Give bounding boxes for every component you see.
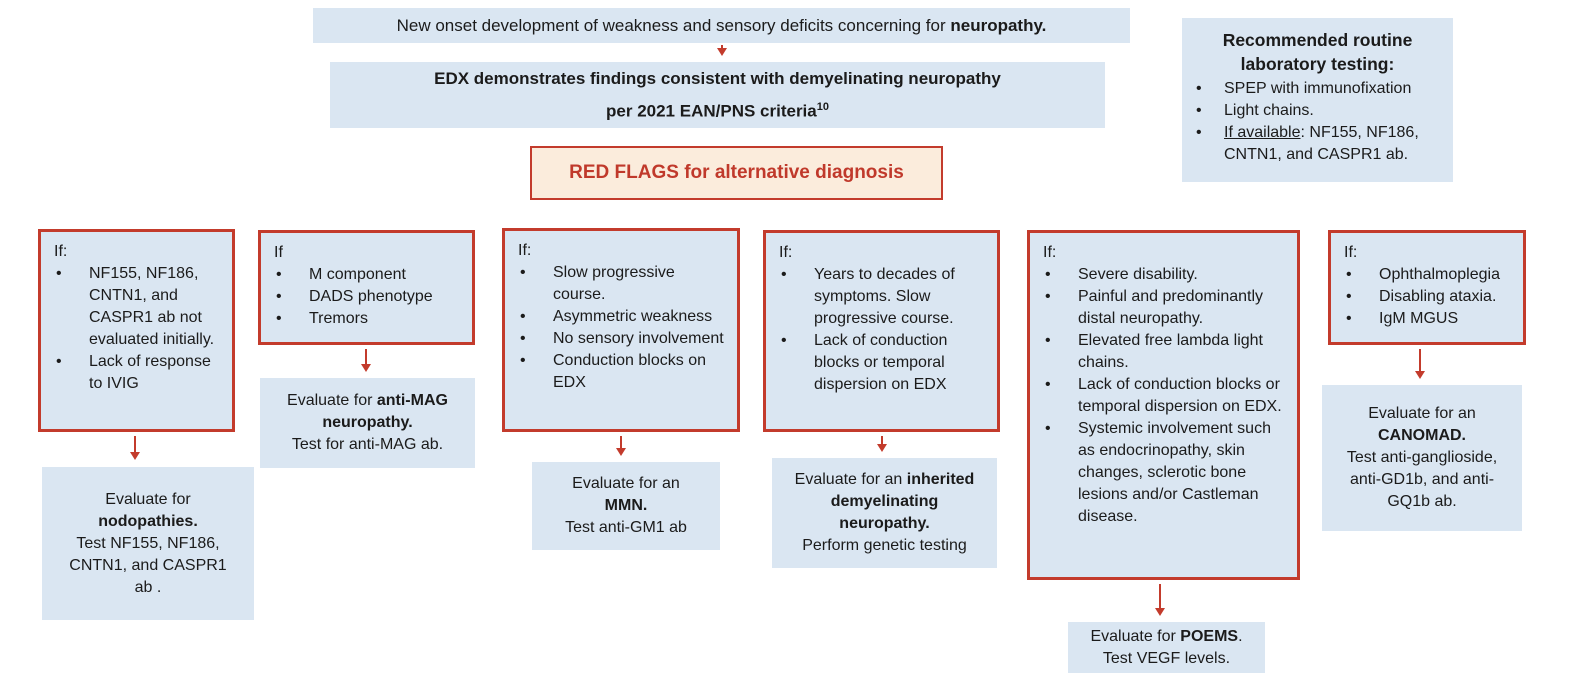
edx-box: EDX demonstrates findings consistent wit… bbox=[330, 62, 1105, 128]
bullet-item: Tremors bbox=[274, 308, 466, 330]
if-label: If bbox=[274, 244, 283, 261]
lab-testing-list: SPEP with immunofixationLight chains.If … bbox=[1192, 78, 1443, 166]
if-criteria-list: Severe disability.Painful and predominan… bbox=[1043, 264, 1291, 528]
if-criteria-list: M componentDADS phenotypeTremors bbox=[274, 264, 466, 330]
if-criteria-list: NF155, NF186, CNTN1, and CASPR1 ab not e… bbox=[54, 263, 226, 395]
if-label: If: bbox=[1344, 244, 1358, 261]
bullet-item: Severe disability. bbox=[1043, 264, 1291, 286]
bullet-item: Asymmetric weakness bbox=[518, 306, 731, 328]
if-criteria-list: OphthalmoplegiaDisabling ataxia.IgM MGUS bbox=[1344, 264, 1517, 330]
red-flags-label: RED FLAGS for alternative diagnosis bbox=[569, 162, 904, 183]
onset-text: New onset development of weakness and se… bbox=[396, 15, 1047, 35]
red-flags-banner: RED FLAGS for alternative diagnosis bbox=[530, 146, 943, 200]
if-box-inherited: If: Years to decades of symptoms. Slow p… bbox=[763, 230, 1000, 432]
if-criteria-list: Slow progressive course.Asymmetric weakn… bbox=[518, 262, 731, 394]
bullet-item: M component bbox=[274, 264, 466, 286]
if-criteria-list: Years to decades of symptoms. Slow progr… bbox=[779, 264, 991, 396]
bullet-item: Conduction blocks on EDX bbox=[518, 350, 731, 394]
if-box-mmn: If: Slow progressive course.Asymmetric w… bbox=[502, 228, 740, 432]
if-label: If: bbox=[54, 243, 68, 260]
bullet-item: Systemic involvement such as endocrinopa… bbox=[1043, 418, 1291, 528]
flow-arrow-anti-mag bbox=[361, 349, 371, 372]
bullet-item: Lack of response to IVIG bbox=[54, 351, 226, 395]
flow-arrow-inherited bbox=[877, 436, 887, 452]
flow-arrow-mmn bbox=[616, 436, 626, 456]
bullet-item: IgM MGUS bbox=[1344, 308, 1517, 330]
result-box-poems: Evaluate for POEMS.Test VEGF levels. bbox=[1068, 622, 1265, 673]
bullet-item: Lack of conduction blocks or temporal di… bbox=[779, 330, 991, 396]
bullet-item: Elevated free lambda light chains. bbox=[1043, 330, 1291, 374]
bullet-item: Ophthalmoplegia bbox=[1344, 264, 1517, 286]
edx-line1: EDX demonstrates findings consistent wit… bbox=[434, 69, 1001, 89]
bullet-item: SPEP with immunofixation bbox=[1192, 78, 1443, 100]
if-label: If: bbox=[518, 242, 532, 259]
if-box-anti-mag: If M componentDADS phenotypeTremors bbox=[258, 230, 475, 345]
bullet-item: If available: NF155, NF186, CNTN1, and C… bbox=[1192, 122, 1443, 166]
bullet-item: Lack of conduction blocks or temporal di… bbox=[1043, 374, 1291, 418]
flow-arrow-nodopathies bbox=[130, 436, 140, 460]
bullet-item: Disabling ataxia. bbox=[1344, 286, 1517, 308]
if-box-nodopathies: If: NF155, NF186, CNTN1, and CASPR1 ab n… bbox=[38, 229, 235, 432]
flow-arrow-onset-to-edx bbox=[717, 45, 727, 56]
edx-line2: per 2021 EAN/PNS criteria10 bbox=[606, 101, 829, 121]
flow-arrow-canomad bbox=[1415, 349, 1425, 379]
if-label: If: bbox=[1043, 244, 1057, 261]
if-box-poems: If: Severe disability.Painful and predom… bbox=[1027, 230, 1300, 580]
bullet-item: Painful and predominantly distal neuropa… bbox=[1043, 286, 1291, 330]
bullet-item: Years to decades of symptoms. Slow progr… bbox=[779, 264, 991, 330]
bullet-item: No sensory involvement bbox=[518, 328, 731, 350]
result-text: Evaluate for POEMS.Test VEGF levels. bbox=[1090, 627, 1243, 667]
bullet-item: Slow progressive course. bbox=[518, 262, 731, 306]
flow-arrow-poems bbox=[1155, 584, 1165, 616]
bullet-item: Light chains. bbox=[1192, 100, 1443, 122]
bullet-item: DADS phenotype bbox=[274, 286, 466, 308]
bullet-item: NF155, NF186, CNTN1, and CASPR1 ab not e… bbox=[54, 263, 226, 351]
onset-box: New onset development of weakness and se… bbox=[313, 8, 1130, 43]
if-label: If: bbox=[779, 244, 793, 261]
if-box-canomad: If: OphthalmoplegiaDisabling ataxia.IgM … bbox=[1328, 230, 1526, 345]
